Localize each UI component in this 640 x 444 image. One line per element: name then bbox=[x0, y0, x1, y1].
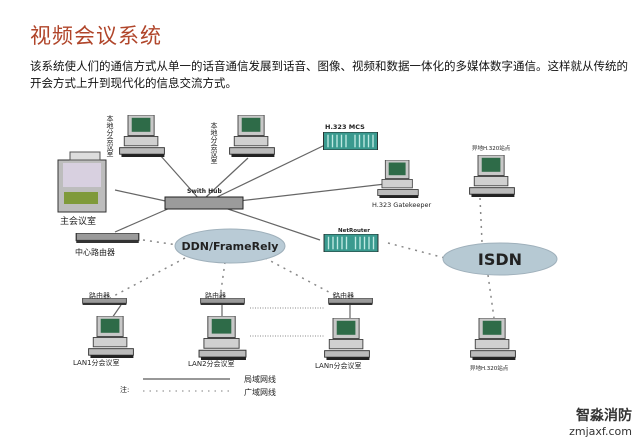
ddn-cloud: DDN/FrameRely bbox=[174, 228, 286, 264]
lann-computer bbox=[324, 318, 370, 360]
watermark-url: zmjaxf.com bbox=[569, 425, 632, 438]
main-room-equipment bbox=[57, 151, 107, 213]
local-room-1-label: 本地分会议室 bbox=[106, 114, 114, 157]
lan1-router-label: 路由器 bbox=[89, 291, 110, 300]
ddn-label: DDN/FrameRely bbox=[182, 240, 279, 253]
lan2-label: LAN2分会议室 bbox=[188, 359, 235, 368]
legend: 注: 局域网线 广域网线 bbox=[120, 374, 276, 397]
remote-top-computer bbox=[469, 155, 515, 197]
main-room-label: 主会议室 bbox=[60, 215, 96, 227]
remote-bottom-label: 异地H.320站点 bbox=[470, 364, 509, 372]
legend-note: 注: bbox=[120, 385, 129, 394]
lan-links bbox=[111, 144, 386, 319]
isdn-label: ISDN bbox=[478, 250, 522, 269]
switch-hub bbox=[164, 196, 244, 210]
lan1-computer bbox=[88, 316, 134, 358]
net-router-label: NetRouter bbox=[338, 228, 370, 234]
legend-wan-label: 广域网线 bbox=[244, 387, 276, 397]
gatekeeper-label: H.323 Gatekeeper bbox=[372, 201, 432, 209]
lann-router-label: 路由器 bbox=[333, 291, 354, 300]
central-router bbox=[75, 233, 140, 243]
central-router-label: 中心路由器 bbox=[75, 247, 115, 257]
remote-bottom-computer bbox=[470, 318, 516, 360]
watermark-name: 智淼消防 bbox=[576, 408, 632, 424]
lan2-computer bbox=[198, 316, 247, 360]
lan1-label: LAN1分会议室 bbox=[73, 358, 120, 367]
watermark: 智淼消防 zmjaxf.com bbox=[569, 405, 632, 438]
description-text: 该系统使人们的通信方式从单一的话音通信发展到话音、图像、视频和数据一体化的多媒体… bbox=[30, 59, 628, 90]
legend-lan-label: 局域网线 bbox=[244, 374, 276, 384]
local-room-computer-1 bbox=[119, 115, 165, 157]
net-router bbox=[323, 234, 379, 252]
lan2-router-label: 路由器 bbox=[205, 291, 226, 300]
slide-title: 视频会议系统 bbox=[30, 24, 162, 48]
remote-top-label: 异地H.320站点 bbox=[472, 144, 511, 152]
gatekeeper-computer bbox=[377, 160, 419, 198]
local-room-2-label: 本地分会议室 bbox=[210, 121, 218, 164]
mcs-label: H.323 MCS bbox=[325, 123, 365, 131]
lann-label: LANn分会议室 bbox=[315, 361, 362, 370]
isdn-cloud: ISDN bbox=[442, 242, 558, 276]
wan-links bbox=[109, 197, 495, 337]
local-room-computer-2 bbox=[229, 115, 275, 157]
mcs-device bbox=[322, 132, 379, 150]
hub-label: Swith Hub bbox=[187, 188, 222, 195]
